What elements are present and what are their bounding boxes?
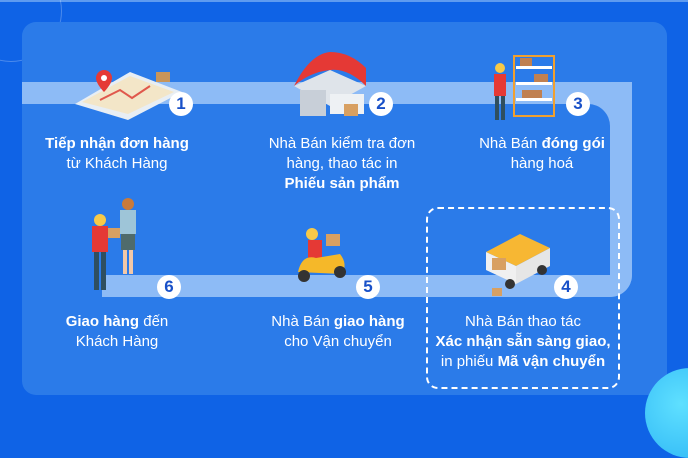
- step-1-badge: 1: [169, 92, 193, 116]
- path-right: [610, 82, 632, 297]
- step-4-badge: 4: [554, 275, 578, 299]
- step-6-title: Giao hàng: [65, 313, 140, 330]
- step-6-suffix: đến: [139, 313, 169, 330]
- top-border: [0, 0, 688, 2]
- step-2-line2: hàng, thao tác in: [286, 155, 398, 172]
- step-2-badge: 2: [369, 92, 393, 116]
- step-3-badge: 3: [566, 92, 590, 116]
- step-4-shipping-code: Mã vận chuyển: [497, 353, 606, 370]
- path-inner-mask: [567, 104, 610, 275]
- step-2-title: Phiếu sản phẩm: [284, 175, 400, 192]
- step-5-prefix: Nhà Bán: [271, 313, 334, 330]
- step-3-caption: Nhà Bán đóng gói hàng hoá: [442, 134, 642, 174]
- process-panel: 1 Tiếp nhận đơn hàng từ Khách Hàng 2 Nhà…: [22, 22, 667, 395]
- handover-icon: [92, 198, 136, 290]
- step-6-line2: Khách Hàng: [75, 333, 159, 350]
- step-4-line1: Nhà Bán thao tác: [465, 313, 581, 330]
- step-3-line2: hàng hoá: [510, 155, 574, 172]
- worker-shelf-icon: [494, 55, 555, 120]
- step-2-line1: Nhà Bán kiểm tra đơn: [268, 135, 416, 152]
- step-4-prefix: in phiếu: [440, 353, 498, 370]
- step-4-title: Xác nhận sẵn sàng giao,: [435, 333, 611, 350]
- scooter-courier-icon: [298, 228, 346, 282]
- highlight-frame: [426, 207, 620, 389]
- step-5-line2: cho Vận chuyển: [284, 333, 392, 350]
- step-3-title: đóng gói: [541, 135, 605, 152]
- step-5-title: giao hàng: [333, 313, 405, 330]
- delivery-van-icon: [486, 234, 550, 296]
- warehouse-icon: [294, 52, 366, 116]
- step-5-badge: 5: [356, 275, 380, 299]
- step-1-title: Tiếp nhận đơn hàng: [45, 135, 189, 152]
- step-6-badge: 6: [157, 275, 181, 299]
- step-1-caption: Tiếp nhận đơn hàng từ Khách Hàng: [22, 134, 212, 174]
- step-5-caption: Nhà Bán giao hàng cho Vận chuyển: [250, 312, 426, 352]
- step-4-caption: Nhà Bán thao tác Xác nhận sẵn sàng giao,…: [426, 312, 620, 372]
- phone-map-icon: [75, 70, 182, 120]
- step-1-subtitle: từ Khách Hàng: [66, 155, 168, 172]
- step-6-caption: Giao hàng đến Khách Hàng: [42, 312, 192, 352]
- step-2-caption: Nhà Bán kiểm tra đơn hàng, thao tác in P…: [242, 134, 442, 194]
- step-3-prefix: Nhà Bán: [479, 135, 542, 152]
